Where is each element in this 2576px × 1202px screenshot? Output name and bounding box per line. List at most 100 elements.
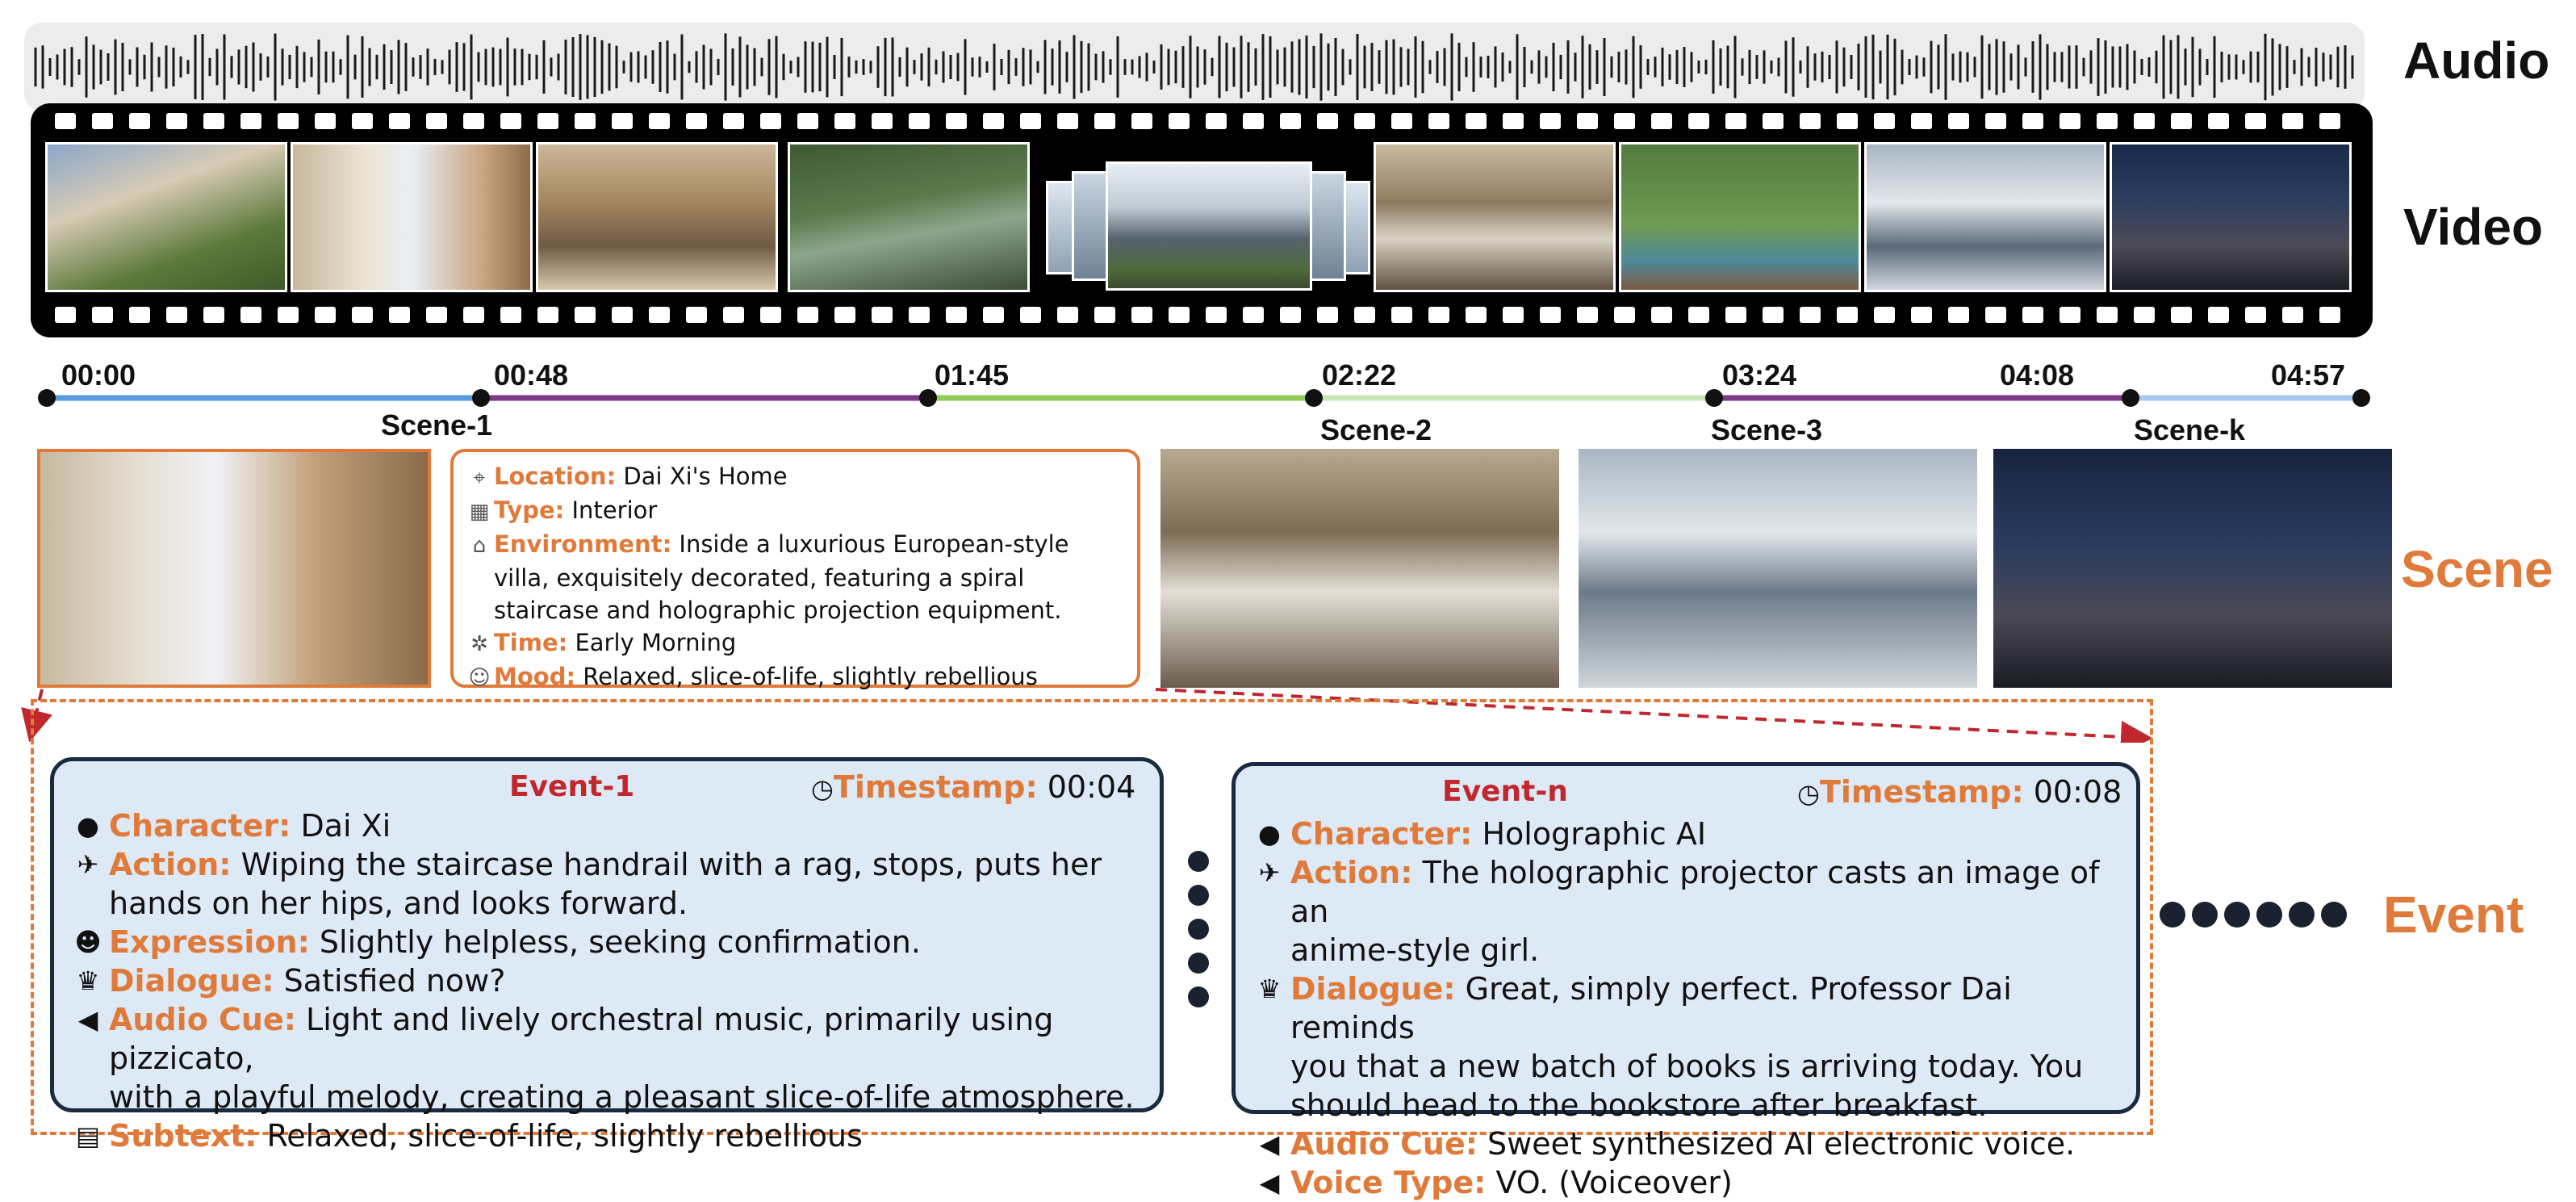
- timeline-marker: [919, 389, 937, 407]
- sprocket-hole: [1057, 307, 1078, 323]
- event-1-dialogue-row: ♛Dialogue: Satisfied now?: [72, 961, 1142, 1000]
- sprocket-hole: [2208, 113, 2229, 129]
- sprocket-hole: [92, 113, 113, 129]
- document-icon: ▤: [75, 1120, 101, 1151]
- sprocket-hole: [797, 113, 818, 129]
- scene-3-thumbnail: [1579, 449, 1977, 688]
- sprocket-hole: [166, 307, 187, 323]
- sprocket-hole: [1243, 307, 1264, 323]
- scene-mood-row: ☺Mood: Relaxed, slice-of-life, slightly …: [465, 660, 1126, 694]
- environment-value-line2: villa, exquisitely decorated, featuring …: [494, 564, 1025, 592]
- sprocket-hole: [315, 113, 336, 129]
- sprocket-hole: [1725, 113, 1746, 129]
- type-label: Type:: [494, 496, 565, 524]
- sprocket-hole: [278, 113, 299, 129]
- sprocket-hole: [1911, 113, 1932, 129]
- connector-arrow-right: [1155, 688, 2153, 743]
- time-label: Time:: [494, 629, 568, 656]
- ellipsis-dot: [2192, 902, 2218, 928]
- location-value: Dai Xi's Home: [623, 463, 788, 490]
- timeline-time: 00:48: [494, 358, 569, 392]
- sprocket-hole: [426, 307, 447, 323]
- sprocket-hole: [723, 307, 744, 323]
- sprocket-hole: [55, 113, 76, 129]
- event-1-character-row: ●Character: Dai Xi: [72, 806, 1142, 845]
- sprocket-hole: [537, 307, 558, 323]
- location-pin-icon: ⌖: [473, 466, 486, 490]
- sprocket-hole: [983, 113, 1004, 129]
- sprocket-hole: [1837, 113, 1858, 129]
- timeline: [38, 389, 2370, 407]
- timeline-time: 02:22: [1322, 358, 1397, 392]
- sprocket-hole: [1466, 113, 1487, 129]
- timeline-time: 04:57: [2271, 358, 2346, 392]
- sprocket-hole: [1800, 307, 1821, 323]
- subtext-label: Subtext:: [109, 1118, 257, 1154]
- sprocket-hole: [352, 113, 373, 129]
- sprocket-hole: [129, 113, 150, 129]
- event-region: [31, 699, 2153, 1135]
- sprocket-hole: [1503, 113, 1524, 129]
- sprocket-hole: [389, 113, 410, 129]
- sprocket-hole: [1614, 113, 1635, 129]
- sprocket-hole: [2022, 307, 2043, 323]
- video-frame-2: [291, 142, 533, 292]
- timeline-marker: [1305, 389, 1323, 407]
- speech-people-icon: ♛: [1257, 974, 1282, 1004]
- video-frame-6: [1374, 142, 1616, 292]
- clock-icon: ◷: [811, 773, 834, 804]
- sprocket-hole: [1985, 113, 2006, 129]
- sprocket-hole: [1763, 307, 1784, 323]
- sprocket-hole: [1763, 113, 1784, 129]
- scene-info-panel: ⌖Location: Dai Xi's Home ▦Type: Interior…: [450, 449, 1140, 690]
- video-frame-9: [2110, 142, 2352, 292]
- scene-location-row: ⌖ Location: Dai Xi's Home: [465, 460, 1126, 494]
- audio-row-label: Audio: [2403, 31, 2550, 90]
- event-row-label: Event: [2383, 886, 2524, 944]
- sprocket-hole: [834, 113, 855, 129]
- timeline-time: 00:00: [61, 358, 136, 392]
- event-1-title: Event-1: [509, 770, 635, 803]
- sprocket-hole: [315, 307, 336, 323]
- ellipsis-dot: [2321, 902, 2347, 928]
- theater-masks-icon: ☺: [468, 666, 491, 690]
- sprocket-hole: [612, 307, 633, 323]
- sprocket-hole: [723, 113, 744, 129]
- sprocket-hole: [1837, 307, 1858, 323]
- sprocket-hole: [203, 307, 224, 323]
- sprocket-hole: [1057, 113, 1078, 129]
- sprocket-hole: [1131, 113, 1152, 129]
- mood-value: Relaxed, slice-of-life, slightly rebelli…: [583, 663, 1038, 690]
- sprocket-hole: [2060, 113, 2080, 129]
- person-icon: ●: [1258, 819, 1281, 849]
- mood-label: Mood:: [494, 663, 576, 690]
- timeline-scene-label: Scene-3: [1711, 413, 1823, 446]
- sprocket-hole: [1169, 307, 1190, 323]
- sprocket-hole: [1985, 307, 2006, 323]
- environment-value-line3: staircase and holographic projection equ…: [494, 597, 1062, 624]
- sprocket-hole: [2097, 113, 2118, 129]
- sprocket-hole: [1540, 307, 1561, 323]
- sprocket-hole: [2134, 307, 2155, 323]
- sprocket-hole: [1094, 307, 1115, 323]
- video-row-label: Video: [2403, 198, 2544, 256]
- ellipsis-dot: [1188, 919, 1209, 940]
- sprocket-hole: [575, 307, 596, 323]
- timestamp-value: 00:04: [1047, 769, 1136, 805]
- running-figure-icon: ✈: [77, 849, 99, 880]
- sprocket-hole: [2097, 307, 2118, 323]
- location-label: Location:: [494, 463, 617, 490]
- speech-people-icon: ♛: [76, 965, 100, 996]
- event-n-character-row: ●Character: Holographic AI: [1253, 815, 2118, 853]
- sprocket-hole: [1688, 307, 1709, 323]
- event-1-audio-line2: with a playful melody, creating a pleasa…: [109, 1079, 1135, 1115]
- ellipsis-dot: [2256, 902, 2282, 928]
- sprocket-hole: [983, 307, 1004, 323]
- sprocket-hole: [872, 113, 893, 129]
- sprocket-hole: [834, 307, 855, 323]
- video-frame-3: [536, 142, 778, 292]
- sprocket-hole: [946, 307, 967, 323]
- sprocket-hole: [2171, 307, 2192, 323]
- clock-icon: ◷: [1797, 778, 1820, 809]
- character-label: Character:: [1290, 816, 1473, 852]
